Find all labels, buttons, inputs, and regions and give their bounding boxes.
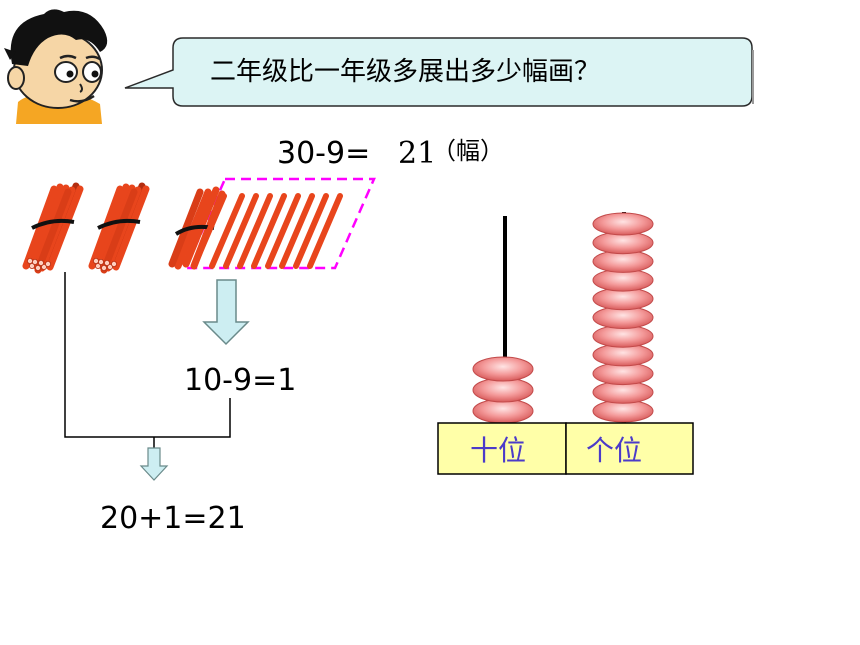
abacus-bead: [472, 398, 534, 424]
dashed-selection-box: [184, 177, 376, 270]
boy-illustration: [4, 9, 108, 124]
step2-equation: 20+1=21: [100, 501, 246, 536]
tens-label: 十位: [470, 434, 526, 467]
ones-beads: [592, 212, 654, 423]
small-down-arrow-icon: [139, 447, 169, 481]
speech-bubble: 二年级比一年级多展出多少幅画？: [124, 37, 754, 107]
abacus: 十位 个位: [437, 212, 694, 475]
main-equation-expr: 30-9=: [277, 136, 370, 171]
abacus-base-ones: [565, 422, 694, 475]
tens-beads: [472, 356, 534, 424]
stick-bundle: [92, 186, 146, 271]
abacus-bead: [472, 377, 534, 403]
down-arrow-icon: [202, 279, 250, 346]
loose-sticks: [191, 193, 343, 269]
main-equation-unit: （幅）: [432, 137, 504, 165]
main-equation-answer: 21: [398, 136, 436, 171]
abacus-bead: [472, 356, 534, 382]
question-text: 二年级比一年级多展出多少幅画？: [210, 57, 600, 87]
step1-equation: 10-9=1: [184, 363, 296, 398]
bracket-lines: [64, 272, 231, 438]
ones-label: 个位: [586, 434, 642, 467]
stick-bundle: [26, 186, 80, 271]
abacus-bead: [592, 212, 654, 236]
abacus-base-tens: [437, 422, 567, 475]
